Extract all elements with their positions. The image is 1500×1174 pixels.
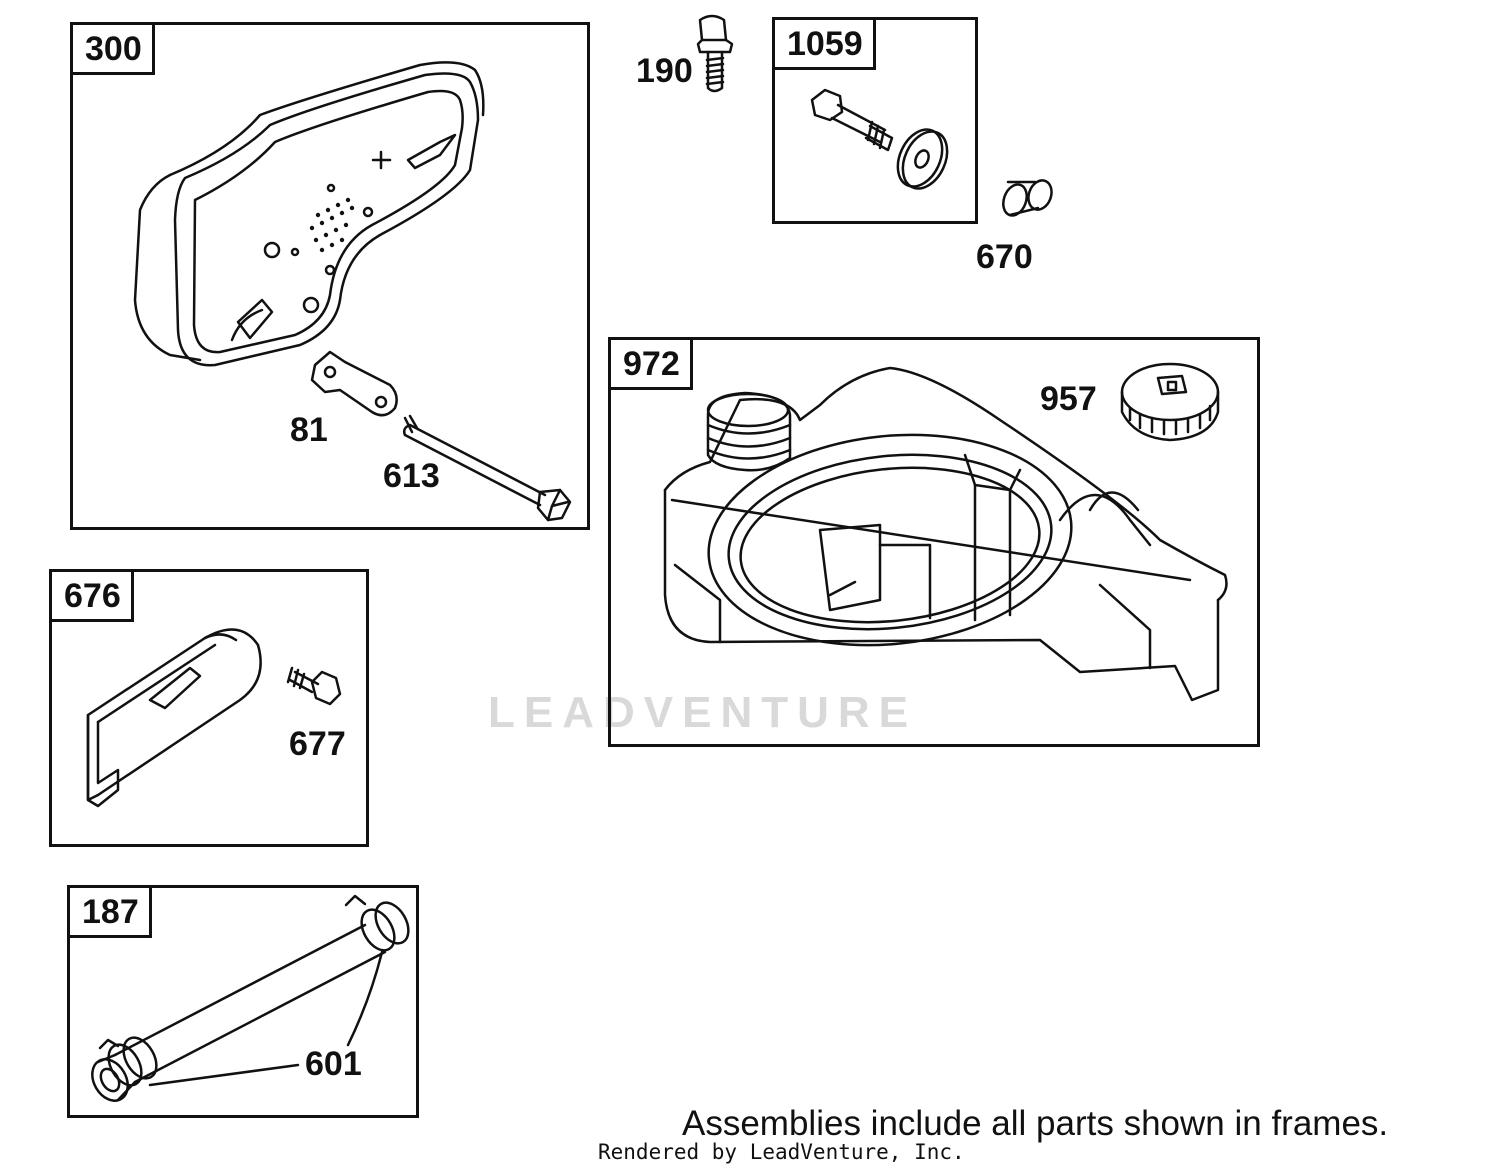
- fuel-tank-drawing[interactable]: [665, 368, 1226, 700]
- part-957-fuel-cap-drawing[interactable]: [1122, 364, 1218, 440]
- frame-label-972[interactable]: 972: [608, 337, 693, 390]
- part-label-81[interactable]: 81: [290, 411, 328, 449]
- part-670-spacer-drawing[interactable]: [999, 177, 1055, 219]
- part-label-613[interactable]: 613: [383, 457, 440, 495]
- part-676-guard-drawing[interactable]: [88, 629, 261, 806]
- part-label-601[interactable]: 601: [305, 1045, 362, 1083]
- muffler-drawing[interactable]: [135, 62, 483, 365]
- part-601-clamp-drawing[interactable]: [100, 896, 415, 1091]
- part-81-gasket-drawing[interactable]: [312, 352, 397, 415]
- frame-676-guard: 676: [49, 569, 369, 847]
- part-1059-washer-drawing[interactable]: [889, 122, 956, 195]
- part-190-bolt-drawing[interactable]: [698, 16, 732, 91]
- assemblies-note: Assemblies include all parts shown in fr…: [682, 1104, 1389, 1143]
- frame-187-fuel-line: 187: [67, 885, 419, 1118]
- frame-label-676[interactable]: 676: [49, 569, 134, 622]
- part-677-screw-drawing[interactable]: [288, 668, 340, 704]
- part-label-190[interactable]: 190: [636, 52, 693, 90]
- part-613-stud-drawing[interactable]: [404, 416, 570, 520]
- frame-972-fuel-tank: 972: [608, 337, 1260, 747]
- part-label-957[interactable]: 957: [1040, 380, 1097, 418]
- frame-1059-bolt-kit: 1059: [772, 17, 978, 224]
- frame-300-muffler: 300: [70, 22, 590, 530]
- frame-label-1059[interactable]: 1059: [772, 17, 876, 70]
- watermark: LEADVENTURE: [488, 688, 918, 737]
- rendered-by-credit: Rendered by LeadVenture, Inc.: [598, 1140, 965, 1164]
- frame-label-187[interactable]: 187: [67, 885, 152, 938]
- frame-label-300[interactable]: 300: [70, 22, 155, 75]
- part-label-677[interactable]: 677: [289, 725, 346, 763]
- part-1059-bolt-drawing[interactable]: [812, 90, 892, 150]
- part-label-670[interactable]: 670: [976, 238, 1033, 276]
